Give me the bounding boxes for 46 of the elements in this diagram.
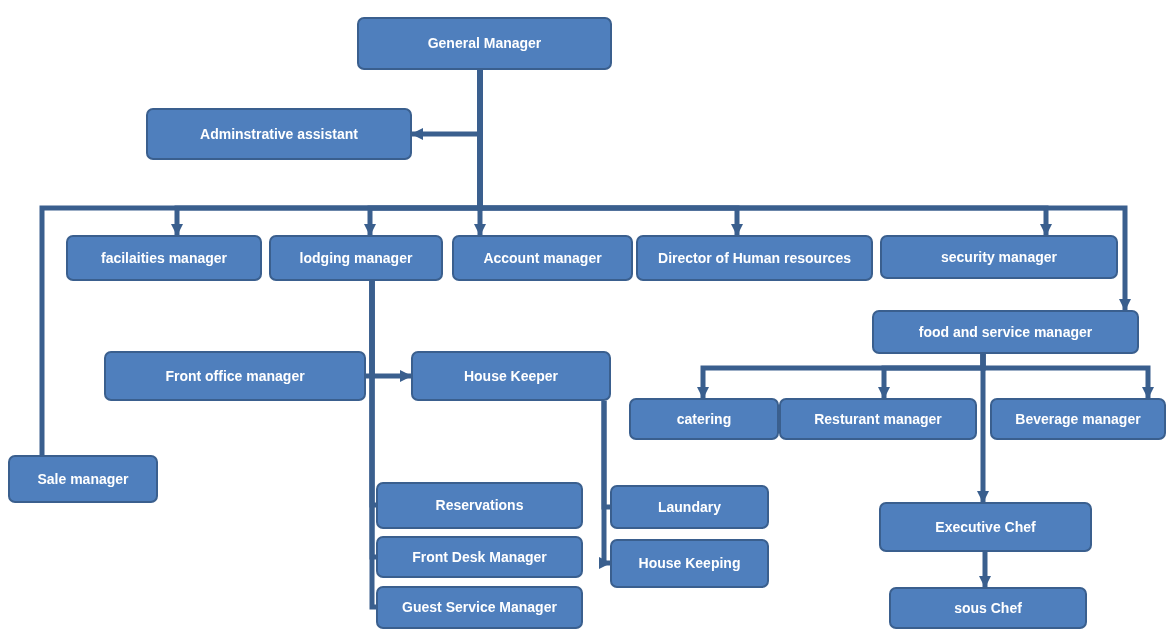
role-box <box>779 398 977 440</box>
role-title: sous Chef <box>954 599 1022 617</box>
role-box <box>8 455 158 503</box>
role-title: Front office manager <box>165 367 305 385</box>
role-title: Front Desk Manager <box>412 548 547 566</box>
role-title: facilaities manager <box>100 249 228 267</box>
role-title: Sale manager <box>37 470 129 488</box>
role-title: Resturant manager <box>814 410 942 428</box>
role-title: Guest Service Manager <box>402 599 557 616</box>
role-box <box>269 235 443 281</box>
role-box <box>376 586 583 629</box>
role-box <box>104 351 366 401</box>
role-box <box>376 536 583 578</box>
role-title: lodging manager <box>299 249 413 267</box>
role-box <box>879 502 1092 552</box>
role-title: Laundary <box>658 498 721 516</box>
role-box <box>452 235 633 281</box>
role-box <box>411 351 611 401</box>
role-title: General Manager <box>427 35 542 52</box>
role-title: Adminstrative assistant <box>200 125 358 143</box>
role-box <box>636 235 873 281</box>
role-box <box>376 482 583 529</box>
role-box <box>990 398 1166 440</box>
arrow <box>979 552 991 588</box>
role-title: security manager <box>941 248 1057 266</box>
role-box <box>610 539 769 588</box>
role-box <box>357 17 612 70</box>
arrow <box>599 401 611 569</box>
role-title: Reservations <box>435 497 524 514</box>
role-box <box>872 310 1139 354</box>
role-title: Director of Human resources <box>658 249 851 267</box>
role-box <box>629 398 779 440</box>
role-title: Beverage manager <box>1015 410 1141 428</box>
role-box <box>610 485 769 529</box>
role-title: Executive Chef <box>935 518 1036 536</box>
role-title: food and service manager <box>918 323 1093 341</box>
role-box <box>889 587 1087 629</box>
role-title: catering <box>676 410 732 428</box>
role-box <box>146 108 412 160</box>
role-title: House Keeper <box>463 367 559 385</box>
role-box <box>66 235 262 281</box>
role-title: House Keeping <box>638 555 741 572</box>
arrow <box>977 354 989 503</box>
role-title: Account manager <box>483 249 602 267</box>
connector-line <box>369 281 376 610</box>
role-box <box>880 235 1118 279</box>
